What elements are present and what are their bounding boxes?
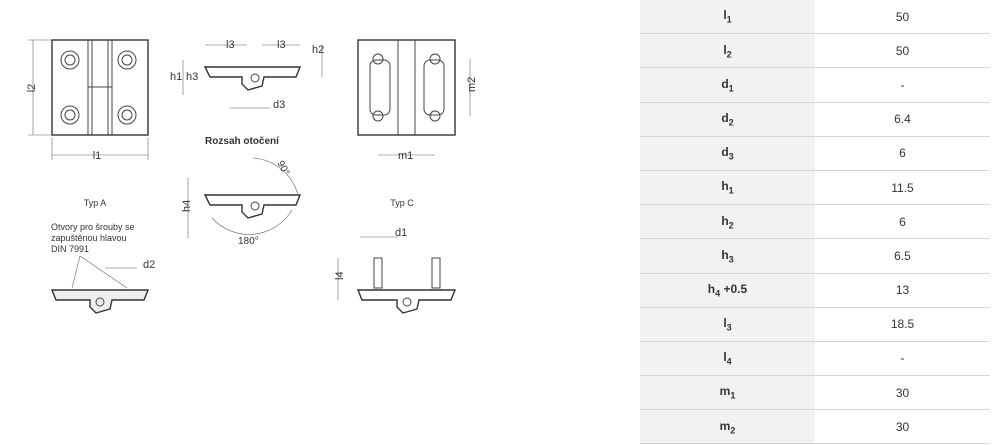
dimension-value: 6.5 xyxy=(815,238,990,274)
dim-l2: l2 xyxy=(26,84,38,93)
back-view: m1 m2 xyxy=(357,39,478,162)
dim-d1: d1 xyxy=(395,227,407,239)
side-view: l3 l3 h2 h1 h3 d3 xyxy=(170,39,324,111)
type-c-section: d1 l4 xyxy=(334,227,457,314)
dimension-symbol: l2 xyxy=(640,33,815,69)
dimension-value: - xyxy=(815,341,990,377)
rotation-view: 90° 180° h4 xyxy=(181,157,302,247)
dimension-symbol: d2 xyxy=(640,102,815,137)
dimension-value: 30 xyxy=(815,409,990,445)
dim-l4: l4 xyxy=(334,271,346,280)
dimension-value: 6 xyxy=(815,204,990,240)
dimension-symbol: l3 xyxy=(640,307,815,342)
dimension-symbol: m1 xyxy=(640,375,815,411)
dimension-symbol: d1 xyxy=(640,67,815,103)
dim-h2: h2 xyxy=(312,44,324,56)
dimension-value: 30 xyxy=(815,375,990,411)
note-line-2: zapuštěnou hlavou xyxy=(51,233,127,243)
hinge-technical-drawing: l1 l2 l3 l3 h2 h1 h3 d3 m1 m2 Rozsah oto… xyxy=(26,39,478,314)
dim-l1: l1 xyxy=(93,150,102,162)
dimension-value: 6.4 xyxy=(815,102,990,137)
angle-180-label: 180° xyxy=(238,236,259,247)
type-a-section: d2 xyxy=(50,255,155,314)
dimension-symbol: m2 xyxy=(640,409,815,445)
dimension-symbol: d3 xyxy=(640,136,815,171)
dim-h1: h1 xyxy=(170,71,182,83)
dimension-symbol: h1 xyxy=(640,170,815,206)
note-line-1: Otvory pro šrouby se xyxy=(51,222,135,232)
type-c-label: Typ C xyxy=(390,198,414,208)
type-a-label: Typ A xyxy=(84,198,107,208)
dimension-symbol: h2 xyxy=(640,204,815,240)
angle-90-label: 90° xyxy=(274,159,291,178)
dim-l3-left: l3 xyxy=(226,39,235,51)
dim-h3: h3 xyxy=(186,71,198,83)
dimension-value: 13 xyxy=(815,273,990,308)
table-row: l4- xyxy=(640,341,990,377)
dim-d3: d3 xyxy=(273,99,285,111)
dimension-value: 6 xyxy=(815,136,990,171)
dimension-symbol: h4 +0.5 xyxy=(640,273,815,308)
dim-d2: d2 xyxy=(143,259,155,271)
dimension-symbol: l4 xyxy=(640,341,815,377)
table-row: d1- xyxy=(640,67,990,103)
dimension-symbol: h3 xyxy=(640,238,815,274)
dimension-value: 50 xyxy=(815,33,990,69)
note-line-3: DIN 7991 xyxy=(51,244,89,254)
dimension-value: 50 xyxy=(815,0,990,35)
dimension-value: 18.5 xyxy=(815,307,990,342)
dim-h4: h4 xyxy=(181,200,193,212)
dim-l3-right: l3 xyxy=(277,39,286,51)
front-view: l1 l2 xyxy=(26,39,149,162)
dimension-symbol: l1 xyxy=(640,0,815,35)
dimension-value: - xyxy=(815,67,990,103)
dim-m2: m2 xyxy=(466,77,478,92)
dimension-value: 11.5 xyxy=(815,170,990,206)
dim-m1: m1 xyxy=(398,150,413,162)
rotation-range-title: Rozsah otočení xyxy=(205,136,280,147)
